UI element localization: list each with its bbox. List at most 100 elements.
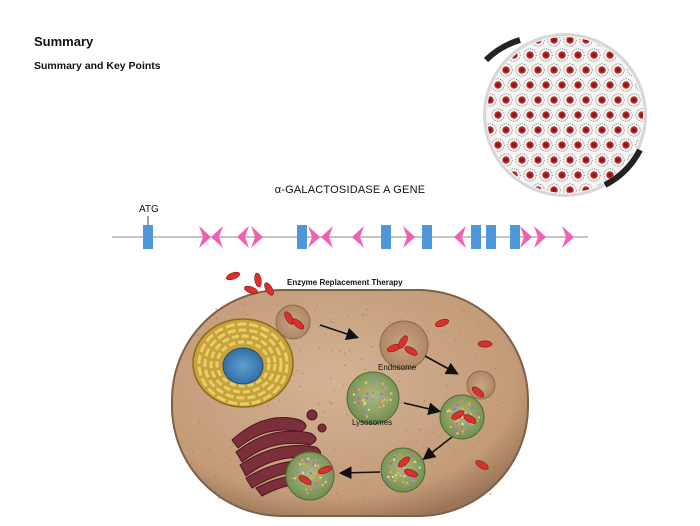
speckle: [479, 436, 481, 438]
substrate-dot: [321, 484, 325, 487]
micro-cell: [595, 153, 609, 167]
speckle: [423, 400, 426, 402]
substrate-dot: [382, 380, 386, 383]
substrate-dot: [365, 397, 369, 400]
substrate-dot: [477, 416, 481, 419]
substrate-dot: [407, 454, 410, 457]
exon-9: [352, 226, 364, 248]
micro-cell: [627, 93, 641, 107]
lysosomes-label: Lysosomes: [352, 418, 393, 427]
exon-16: [510, 225, 520, 249]
speckle: [344, 353, 346, 355]
micro-cell: [619, 108, 633, 122]
speckle: [335, 412, 337, 414]
exon-6: [297, 225, 307, 249]
micro-cell: [539, 48, 553, 62]
micro-cell: [587, 48, 601, 62]
substrate-dot: [301, 459, 304, 462]
substrate-dot: [306, 468, 309, 472]
substrate-dot: [456, 420, 459, 423]
speckle: [483, 425, 486, 427]
speckle: [485, 472, 488, 474]
speckle: [215, 317, 218, 320]
speckle: [335, 474, 337, 476]
speckle: [213, 476, 216, 478]
er-ring: [203, 328, 283, 400]
substrate-dot: [462, 428, 466, 431]
substrate-dot: [460, 399, 463, 403]
substrate-dot: [456, 424, 460, 427]
micro-cell: [523, 168, 537, 182]
enzyme-capsule: [471, 386, 485, 398]
speckle: [301, 372, 304, 374]
enzyme-capsule: [254, 272, 262, 288]
micro-cell: [627, 123, 641, 137]
page-subtitle: Summary and Key Points: [34, 60, 161, 72]
speckle: [471, 445, 474, 447]
micro-cell: [523, 138, 537, 152]
speckle: [343, 364, 346, 366]
exon-10: [381, 225, 391, 249]
speckle: [497, 423, 499, 425]
speckle: [230, 446, 232, 448]
substrate-dot: [357, 401, 361, 405]
speckle: [229, 458, 231, 461]
micro-cell: [499, 123, 513, 137]
speckle: [197, 334, 199, 336]
substrate-dot: [468, 400, 472, 404]
speckle: [331, 403, 333, 405]
substrate-dot: [310, 476, 313, 479]
speckle: [191, 374, 193, 376]
exon-8: [321, 226, 333, 248]
therapy-label: Enzyme Replacement Therapy: [287, 278, 403, 287]
micro-cell: [579, 93, 593, 107]
substrate-dot: [446, 410, 449, 413]
substrate-dot: [367, 408, 371, 411]
substrate-dot: [385, 399, 389, 402]
substrate-dot: [363, 403, 366, 406]
micro-cell: [555, 138, 569, 152]
micro-cell: [563, 153, 577, 167]
er-ring: [215, 340, 271, 388]
exon-3: [211, 226, 223, 248]
micro-cell: [587, 138, 601, 152]
exon-18: [534, 226, 546, 248]
substrate-dot: [385, 387, 389, 390]
substrate-dot: [452, 427, 456, 430]
substrate-dot: [361, 388, 365, 391]
speckle: [441, 482, 443, 485]
speckle: [323, 411, 325, 414]
substrate-dot: [403, 475, 406, 478]
micro-cell: [523, 48, 537, 62]
substrate-dot: [380, 387, 383, 390]
substrate-dot: [378, 400, 381, 403]
substrate-dot: [456, 407, 459, 410]
speckle: [463, 493, 466, 495]
exon-12: [422, 225, 432, 249]
enzyme-capsule: [298, 475, 312, 485]
speckle: [335, 492, 338, 495]
speckle: [432, 431, 434, 434]
substrate-dot: [471, 406, 474, 409]
micro-cell: [595, 93, 609, 107]
substrate-dot: [313, 460, 316, 463]
substrate-dot: [364, 381, 368, 384]
substrate-dot: [314, 464, 317, 467]
speckle: [208, 448, 211, 451]
substrate-dot: [293, 477, 297, 480]
substrate-dot: [297, 461, 300, 464]
micro-cell: [499, 63, 513, 77]
pathway-arrows: [319, 324, 459, 480]
speckle: [227, 479, 230, 482]
substrate-dot: [468, 429, 471, 432]
micro-cell: [587, 78, 601, 92]
micro-cell: [531, 63, 545, 77]
speckle: [330, 321, 332, 323]
substrate-dot: [461, 430, 465, 433]
enzyme-capsule: [477, 340, 493, 348]
speckle: [348, 441, 350, 443]
exon-7: [308, 226, 320, 248]
enzyme-capsule: [435, 318, 449, 328]
speckle: [192, 451, 194, 454]
micro-cell: [515, 63, 529, 77]
